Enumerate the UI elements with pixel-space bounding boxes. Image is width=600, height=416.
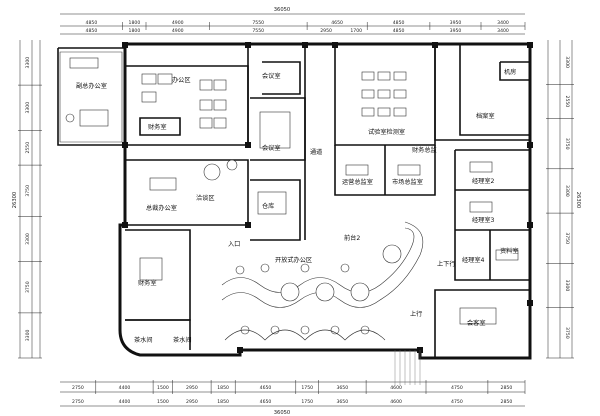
top-total-dim: 36050 xyxy=(274,7,291,13)
bottom-row2-dim: 1750 xyxy=(301,399,313,405)
bottom-row-dim: 1750 xyxy=(301,385,313,391)
label-stair-note2: 上下行 xyxy=(437,260,456,268)
top-row2-dim: 1800 xyxy=(129,28,141,34)
right-seg-dim: 3300 xyxy=(564,280,570,292)
right-seg-dim: 3750 xyxy=(564,327,570,339)
bottom-row2-dim: 3650 xyxy=(336,399,348,405)
top-row2-dim: 4850 xyxy=(86,28,98,34)
bottom-row2-dim: 4400 xyxy=(119,399,131,405)
bottom-row-dim: 4650 xyxy=(260,385,272,391)
label-general-office: 总裁办公室 xyxy=(146,204,177,212)
label-discussion-area: 洽谈区 xyxy=(196,194,215,202)
left-seg-dim: 3300 xyxy=(25,329,31,341)
bottom-row2-dim: 4750 xyxy=(451,399,463,405)
room-labels: 副总办公室 办公区 财务室 总裁办公室 洽谈区 会议室 会议室 仓库 通道 试验… xyxy=(76,68,519,344)
left-seg-dim: 3300 xyxy=(25,233,31,245)
top-row-dim: 1800 xyxy=(129,20,141,26)
left-seg-dim: 3300 xyxy=(25,57,31,69)
top-row-dim: 4850 xyxy=(86,20,98,26)
bottom-row-dim: 4400 xyxy=(119,385,131,391)
top-row-dim: 3400 xyxy=(497,20,509,26)
label-deputy-office: 副总办公室 xyxy=(76,82,107,90)
bottom-row2-dim: 1500 xyxy=(157,399,169,405)
structural-columns xyxy=(122,42,533,353)
label-reception-hall: 前台2 xyxy=(344,234,360,242)
label-stair-note: 上行 xyxy=(410,310,422,318)
label-vice-3: 经理室3 xyxy=(472,216,495,224)
top-row-dim: 3950 xyxy=(450,20,462,26)
label-small-meeting: 会议室 xyxy=(262,144,281,152)
label-hallway: 通道 xyxy=(310,148,322,156)
right-seg-dim: 3300 xyxy=(564,185,570,197)
right-seg-dim: 2550 xyxy=(564,96,570,108)
left-seg-dim: 3750 xyxy=(25,185,31,197)
right-total-dim: 26300 xyxy=(575,192,581,209)
bottom-row2-dim: 2850 xyxy=(501,399,513,405)
right-seg-dim: 3750 xyxy=(564,138,570,150)
top-row-dim: 4850 xyxy=(393,20,405,26)
label-conference: 会客室 xyxy=(467,319,486,327)
label-storage: 仓库 xyxy=(262,202,274,210)
right-dimensions: 26300 3300 2550 3750 3300 3750 3300 3750 xyxy=(546,40,581,359)
top-row2-dim: 1700 xyxy=(350,28,362,34)
label-it-room: 资料室 xyxy=(500,247,519,255)
label-dept-office-1: 运营总监室 xyxy=(342,178,373,186)
bottom-row2-dim: 2950 xyxy=(186,399,198,405)
top-row2-dim: 4900 xyxy=(172,28,184,34)
left-total-dim: 26300 xyxy=(12,192,18,209)
left-dimensions: 26300 3300 3300 2550 3750 3300 3750 3300 xyxy=(12,40,42,359)
label-archive: 档案室 xyxy=(476,112,495,120)
bottom-row-dim: 4600 xyxy=(390,385,402,391)
bottom-row-dim: 1500 xyxy=(157,385,169,391)
top-row-dim: 7550 xyxy=(252,20,264,26)
left-seg-dim: 3750 xyxy=(25,281,31,293)
label-meeting-room: 会议室 xyxy=(262,72,281,80)
label-large-lab: 试验室检测室 xyxy=(368,128,405,136)
label-machine-room: 机房 xyxy=(504,68,516,76)
top-row2-dim: 2950 xyxy=(320,28,332,34)
bottom-row-dim: 3650 xyxy=(336,385,348,391)
bottom-dimensions: 36050 2750 4400 1500 2950 1850 4650 1750 3650 46… xyxy=(60,380,526,416)
top-row-dim: 4650 xyxy=(331,20,343,26)
bottom-row-dim: 2950 xyxy=(186,385,198,391)
bottom-row2-dim: 4600 xyxy=(390,399,402,405)
label-office-area: 办公区 xyxy=(172,76,191,84)
top-dimensions: 36050 4850 1800 4900 7550 4650 4850 3950 3400 4… xyxy=(60,7,526,35)
bottom-row-dim: 1850 xyxy=(217,385,229,391)
furniture xyxy=(65,57,519,385)
top-row2-dim: 3400 xyxy=(497,28,509,34)
left-seg-dim: 3300 xyxy=(25,102,31,114)
bottom-row-dim: 4750 xyxy=(451,385,463,391)
label-open-office: 开放式办公区 xyxy=(275,256,312,264)
top-row-dim: 4900 xyxy=(172,20,184,26)
top-row2-dim: 4850 xyxy=(393,28,405,34)
bottom-row2-dim: 4650 xyxy=(260,399,272,405)
label-tea-area: 茶水间 xyxy=(173,336,192,344)
label-finance-room: 财务室 xyxy=(148,123,167,131)
label-entry: 入口 xyxy=(228,241,240,248)
right-seg-dim: 3750 xyxy=(564,232,570,244)
right-seg-dim: 3300 xyxy=(564,56,570,68)
label-vice-1: 财务总监 xyxy=(412,146,437,154)
left-seg-dim: 2550 xyxy=(25,142,31,154)
label-vice-4: 经理室4 xyxy=(462,256,485,264)
bottom-total-dim: 36050 xyxy=(274,410,291,416)
label-vice-2: 经理室2 xyxy=(472,177,495,185)
bottom-row-dim: 2850 xyxy=(501,385,513,391)
label-pantry: 茶水间 xyxy=(134,336,153,344)
label-dept-office-2: 市场总监室 xyxy=(392,178,423,186)
bottom-row-dim: 2750 xyxy=(72,385,84,391)
bottom-row2-dim: 1850 xyxy=(217,399,229,405)
interior-walls xyxy=(125,44,531,359)
label-accounting: 财务室 xyxy=(138,279,157,287)
top-row2-dim: 3950 xyxy=(450,28,462,34)
bottom-row2-dim: 2750 xyxy=(72,399,84,405)
top-row2-dim: 7550 xyxy=(252,28,264,34)
